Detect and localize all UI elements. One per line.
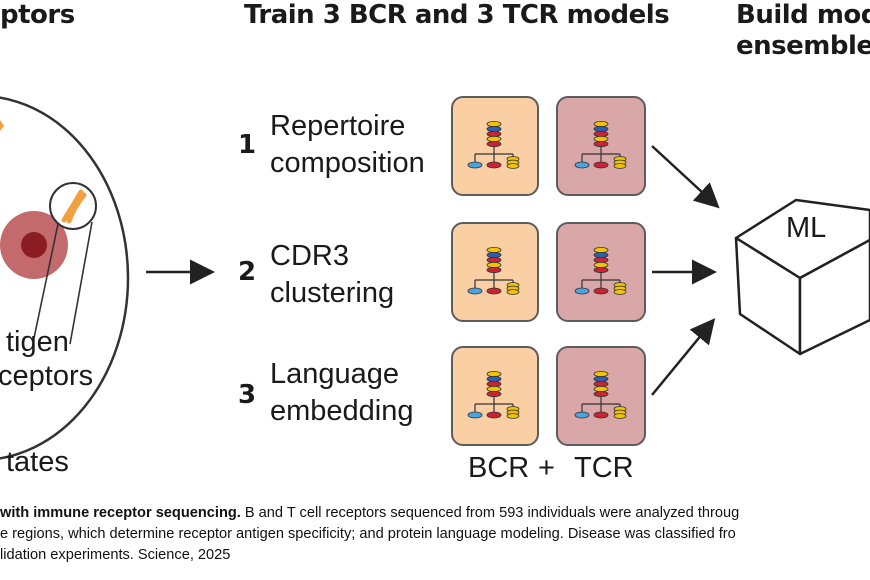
right-header-line2: ensemble — [736, 31, 870, 61]
arrows — [146, 145, 870, 396]
bcr-label: BCR — [468, 452, 530, 484]
pointer-line — [33, 223, 59, 339]
row2-line1: CDR3 — [270, 240, 349, 272]
receptor-tree-icon — [467, 370, 520, 419]
plus-label: + — [538, 452, 555, 484]
bcr-card-row1 — [451, 96, 539, 196]
left-header: ptors — [0, 0, 75, 30]
receptor-tree-icon — [467, 121, 520, 169]
pointer-line-2 — [69, 221, 93, 345]
row3-arrow — [651, 318, 716, 396]
ml-cube — [734, 198, 870, 356]
chromosome-icon — [61, 189, 87, 224]
row1-number: 1 — [238, 130, 257, 160]
cell-membrane — [0, 96, 130, 460]
cell-nucleus — [21, 232, 47, 258]
middle-header: Train 3 BCR and 3 TCR models — [244, 0, 670, 30]
caption-line2: e regions, which determine receptor anti… — [0, 526, 736, 542]
figure-caption: with immune receptor sequencing. B and T… — [0, 503, 870, 566]
cell-label-antigen: tigen — [6, 326, 69, 358]
caption-line3: lidation experiments. Science, 2025 — [0, 547, 231, 563]
row1-line2: composition — [270, 147, 425, 179]
receptor-tree-icon — [574, 121, 627, 169]
caption-line1: with immune receptor sequencing. B and T… — [0, 503, 870, 524]
cell-label-receptors: ceptors — [0, 360, 94, 392]
row2-line2: clustering — [270, 277, 395, 309]
bcr-card-row3 — [451, 346, 539, 446]
receptor-tree-icons — [467, 121, 627, 419]
cell-label-states: tates — [6, 446, 69, 478]
row3-line2: embedding — [270, 395, 414, 427]
receptor-tree-icon — [467, 246, 520, 295]
row1-line1: Repertoire — [270, 110, 406, 142]
receptor-tree-icon — [574, 246, 627, 295]
caption-line1-rest: B and T cell receptors sequenced from 59… — [240, 505, 740, 521]
row1-arrow — [651, 145, 720, 209]
cube-label: ML — [786, 212, 827, 244]
right-header-line1: Build mode — [736, 0, 870, 30]
caption-bold: with immune receptor sequencing. — [0, 505, 241, 521]
orange-fragment-icon — [0, 120, 4, 131]
row3-line1: Language — [270, 358, 400, 390]
row3-number: 3 — [238, 380, 257, 410]
row2-number: 2 — [238, 257, 257, 287]
receptor-tree-icon — [574, 370, 627, 419]
tcr-label: TCR — [574, 452, 634, 484]
cell-illustration — [0, 96, 130, 460]
